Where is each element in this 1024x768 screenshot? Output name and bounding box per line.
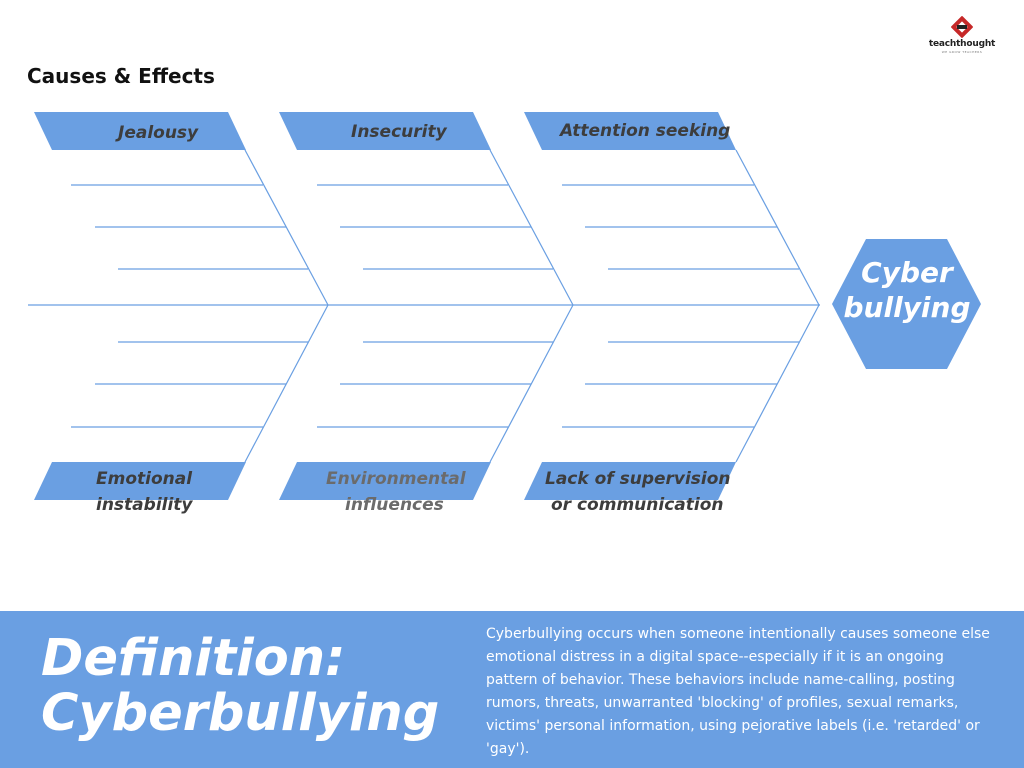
category-label-emotional-instability: Emotional instability (96, 466, 193, 518)
category-label-environmental-influences: Environmental influences (326, 466, 466, 518)
category-banner-bottom-3 (524, 462, 736, 500)
bone-bottom-2 (489, 304, 574, 463)
bone-top-3 (735, 149, 820, 306)
bone-top-1 (244, 149, 329, 306)
logo-wordmark: teachthought (928, 39, 996, 49)
definition-text: Cyberbullying occurs when someone intent… (486, 626, 990, 757)
effect-label-line: bullying (843, 291, 971, 324)
effect-hexagon (832, 239, 981, 369)
category-label-line: influences (345, 495, 444, 515)
category-label-lack-of-supervision: Lack of supervision or communication (545, 466, 731, 518)
logo-mark-icon (951, 16, 973, 38)
category-banner-top-1 (34, 112, 246, 150)
page-heading: Causes & Effects (27, 64, 215, 88)
category-banner-top-2 (279, 112, 491, 150)
category-label-line: Environmental (326, 469, 466, 489)
effect-label-line: Cyber (861, 256, 953, 289)
bone-top-2 (489, 149, 574, 306)
fishbone-diagram (28, 112, 981, 500)
definition-title-line: Definition: (41, 629, 346, 688)
bone-bottom-3 (735, 304, 820, 463)
logo-tagline: WE GROW TEACHERS (941, 50, 983, 54)
category-label-jealousy: Jealousy (118, 123, 199, 143)
teachthought-logo: teachthought WE GROW TEACHERS (927, 16, 997, 56)
category-banner-top-3 (524, 112, 736, 150)
effect-label: Cyber bullying (837, 255, 977, 325)
category-banner-bottom-2 (279, 462, 491, 500)
category-label-insecurity: Insecurity (351, 122, 447, 142)
definition-panel: Definition: Cyberbullying Cyberbullying … (0, 611, 1024, 768)
category-banner-bottom-1 (34, 462, 246, 500)
definition-title-line: Cyberbullying (41, 684, 440, 743)
category-label-line: or communication (551, 495, 724, 515)
definition-title: Definition: Cyberbullying (41, 631, 471, 741)
bone-bottom-1 (244, 304, 329, 463)
category-label-line: instability (96, 495, 193, 515)
category-label-line: Lack of supervision (545, 469, 731, 489)
category-label-attention-seeking: Attention seeking (560, 121, 731, 141)
category-label-line: Emotional (96, 469, 193, 489)
